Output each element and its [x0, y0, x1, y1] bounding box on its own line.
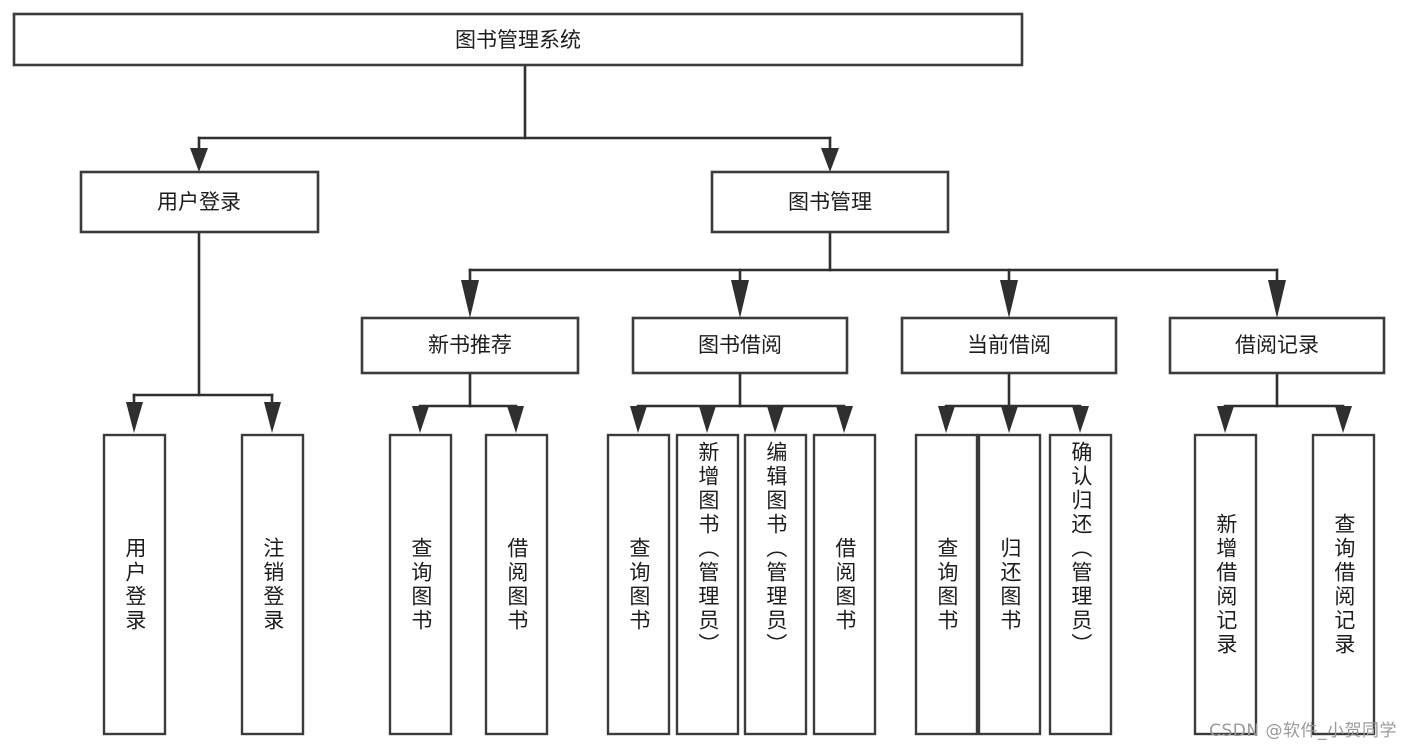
node-leaf-user-login-box[interactable] — [102, 433, 167, 736]
node-root-box[interactable] — [12, 12, 1024, 67]
node-leaf-br-add-record-box[interactable] — [1193, 433, 1258, 736]
arrowhead-current-borrow — [1000, 280, 1018, 318]
arrowhead-new-book-recommend — [461, 280, 479, 318]
node-leaf-logout-box[interactable] — [240, 433, 305, 736]
node-leaf-cb-confirm-return-box[interactable] — [1048, 433, 1113, 736]
arrowhead-nbr-leaf-1 — [412, 406, 429, 433]
node-leaf-cb-query-book-box[interactable] — [914, 433, 979, 736]
node-user-login-box[interactable] — [79, 170, 320, 234]
node-layer: 图书管理系统 用户登录 图书管理 新书推荐 图书借阅 当前借阅 借阅记录 — [12, 12, 1386, 736]
node-book-manage-box[interactable] — [710, 170, 950, 234]
arrowhead-cb-leaf-3 — [1072, 406, 1089, 433]
arrowhead-bb-leaf-3 — [767, 406, 784, 433]
node-leaf-nbr-borrow-book-box[interactable] — [484, 433, 549, 736]
arrowhead-bb-leaf-4 — [836, 406, 853, 433]
arrowhead-book-borrow — [731, 280, 749, 318]
arrowhead-br-leaf-1 — [1217, 406, 1234, 433]
node-borrow-record-label: 借阅记录 — [1235, 333, 1319, 357]
node-current-borrow-box[interactable] — [900, 316, 1118, 375]
node-current-borrow-label: 当前借阅 — [967, 333, 1051, 357]
node-user-login-label: 用户登录 — [157, 190, 241, 214]
node-leaf-cb-return-book-box[interactable] — [977, 433, 1042, 736]
node-book-borrow-box[interactable] — [631, 316, 849, 375]
node-borrow-record-box[interactable] — [1168, 316, 1386, 375]
arrowhead-br-leaf-2 — [1335, 406, 1352, 433]
node-new-book-recommend-label: 新书推荐 — [428, 333, 512, 357]
node-leaf-bb-borrow-book-box[interactable] — [812, 433, 877, 736]
arrowhead-book-manage — [821, 148, 839, 172]
arrowhead-cb-leaf-1 — [938, 406, 955, 433]
csdn-watermark: CSDN @软件_小贺同学 — [1209, 721, 1397, 741]
node-root-label: 图书管理系统 — [455, 28, 581, 52]
node-book-manage-label: 图书管理 — [788, 190, 872, 214]
node-leaf-nbr-query-book-box[interactable] — [388, 433, 453, 736]
node-new-book-recommend-box[interactable] — [360, 316, 580, 375]
node-leaf-bb-edit-book-box[interactable] — [743, 433, 808, 736]
node-leaf-br-query-record-box[interactable] — [1311, 433, 1376, 736]
arrowhead-bb-leaf-2 — [699, 406, 716, 433]
arrowhead-bb-leaf-1 — [630, 406, 647, 433]
arrowhead-user-login — [190, 148, 208, 172]
arrowhead-borrow-record — [1268, 280, 1286, 318]
connector-layer — [126, 63, 1352, 433]
arrowhead-leaf-user-login — [126, 402, 143, 433]
node-book-borrow-label: 图书借阅 — [698, 333, 782, 357]
arrowhead-leaf-logout — [264, 402, 281, 433]
arrowhead-nbr-leaf-2 — [507, 406, 524, 433]
node-leaf-bb-query-book-box[interactable] — [606, 433, 671, 736]
arrowhead-cb-leaf-2 — [1001, 406, 1018, 433]
node-leaf-bb-add-book-box[interactable] — [675, 433, 740, 736]
